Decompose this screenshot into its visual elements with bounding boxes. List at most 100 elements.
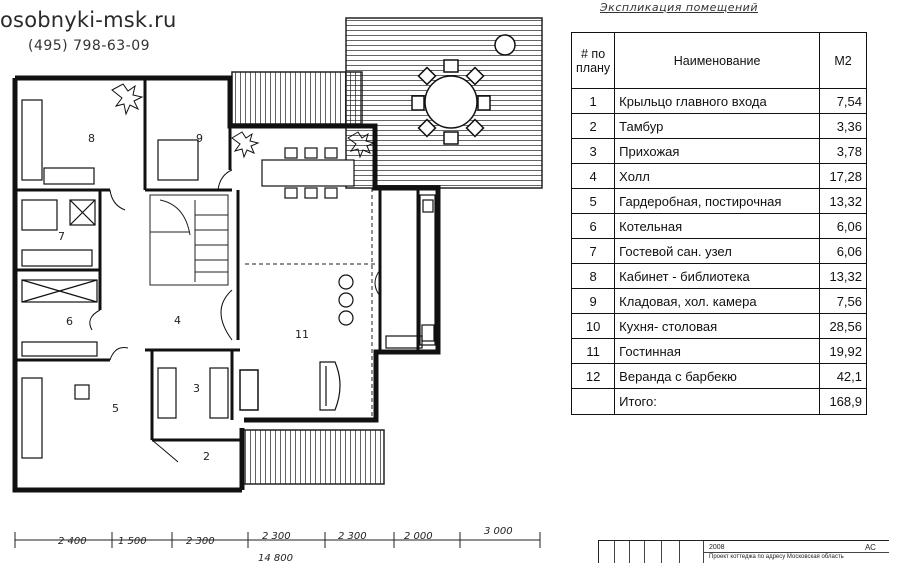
row-name: Гостинная (614, 338, 820, 364)
porch-deck (243, 429, 385, 485)
row-area: 19,92 (819, 338, 867, 364)
fireplace (239, 369, 259, 411)
exterior-walls (12, 75, 441, 493)
table-header-row: # по плану Наименование М2 (570, 32, 867, 89)
dim-6: 2 000 (404, 531, 433, 542)
watermark-site: osobnyki-msk.ru (0, 8, 177, 32)
row-area: 13,32 (819, 263, 867, 289)
row-name: Гардеробная, постирочная (614, 188, 820, 214)
staircase (149, 194, 229, 286)
table-total-row: Итого: 168,9 (570, 388, 867, 415)
interior-walls (15, 78, 420, 442)
total-label: Итого: (614, 388, 820, 415)
row-num: 11 (570, 338, 616, 364)
dimension-chain (14, 532, 541, 548)
room-9-label: 9 (196, 132, 203, 145)
row-area: 6,06 (819, 213, 867, 239)
room-11-label: 11 (295, 328, 309, 341)
row-name: Кабинет - библиотека (614, 263, 820, 289)
row-area: 3,36 (819, 113, 867, 139)
row-num: 7 (570, 238, 616, 264)
row-num: 4 (570, 163, 616, 189)
row-name: Крыльцо главного входа (614, 88, 820, 114)
row-num: 2 (570, 113, 616, 139)
room-3-label: 3 (193, 382, 200, 395)
row-num: 8 (570, 263, 616, 289)
row-area: 6,06 (819, 238, 867, 264)
row-num: 1 (570, 88, 616, 114)
room-2-label: 2 (203, 450, 210, 463)
dim-overall: 14 800 (258, 553, 293, 563)
row-num: 3 (570, 138, 616, 164)
row-area: 7,54 (819, 88, 867, 114)
row-area: 42,1 (819, 363, 867, 389)
row-name: Веранда с барбекю (614, 363, 820, 389)
door-swings (89, 169, 381, 463)
kitchen-counter (385, 194, 436, 349)
row-name: Котельная (614, 213, 820, 239)
bar-stools (338, 274, 354, 326)
room-4-label: 4 (174, 314, 181, 327)
dim-2: 1 500 (118, 536, 147, 547)
dim-1: 2 400 (58, 536, 87, 547)
sofa (319, 361, 341, 411)
row-name: Тамбур (614, 113, 820, 139)
room-numbers: 8 9 7 6 4 11 3 5 2 (58, 132, 309, 463)
dim-5: 2 300 (338, 531, 367, 542)
room-7-label: 7 (58, 230, 65, 243)
terrace-deck (231, 71, 363, 125)
dining-table (261, 147, 355, 199)
room-5-label: 5 (112, 402, 119, 415)
dim-7: 3 000 (484, 526, 513, 537)
row-num: 12 (570, 363, 616, 389)
plant-decor (111, 83, 376, 159)
dim-3: 2 300 (186, 536, 215, 547)
openings (245, 188, 375, 420)
row-area: 13,32 (819, 188, 867, 214)
row-name: Гостевой сан. узел (614, 238, 820, 264)
row-num: 9 (570, 288, 616, 314)
dim-4: 2 300 (262, 531, 291, 542)
row-area: 17,28 (819, 163, 867, 189)
row-name: Кухня- столовая (614, 313, 820, 339)
watermark-phone: (495) 798-63-09 (28, 38, 151, 54)
title-block-stamp: 2008 Проект коттеджа по адресу Московска… (598, 540, 889, 563)
room-6-label: 6 (66, 315, 73, 328)
row-area: 28,56 (819, 313, 867, 339)
row-name: Прихожая (614, 138, 820, 164)
veranda-table (411, 34, 516, 145)
row-num: 10 (570, 313, 616, 339)
total-area: 168,9 (819, 388, 867, 415)
row-area: 3,78 (819, 138, 867, 164)
header-num: # по плану (570, 32, 616, 89)
row-name: Кладовая, хол. камера (614, 288, 820, 314)
total-num-cell (570, 388, 616, 415)
explication-title: Экспликация помещений (600, 1, 758, 14)
row-num: 6 (570, 213, 616, 239)
stamp-year: 2008 (709, 544, 725, 551)
row-name: Холл (614, 163, 820, 189)
row-num: 5 (570, 188, 616, 214)
room-8-label: 8 (88, 132, 95, 145)
room-fixtures (21, 99, 229, 459)
header-area: М2 (819, 32, 867, 89)
row-area: 7,56 (819, 288, 867, 314)
stamp-sheet: АС (865, 543, 876, 552)
stamp-caption: Проект коттеджа по адресу Московская обл… (709, 554, 844, 560)
header-name: Наименование (614, 32, 820, 89)
